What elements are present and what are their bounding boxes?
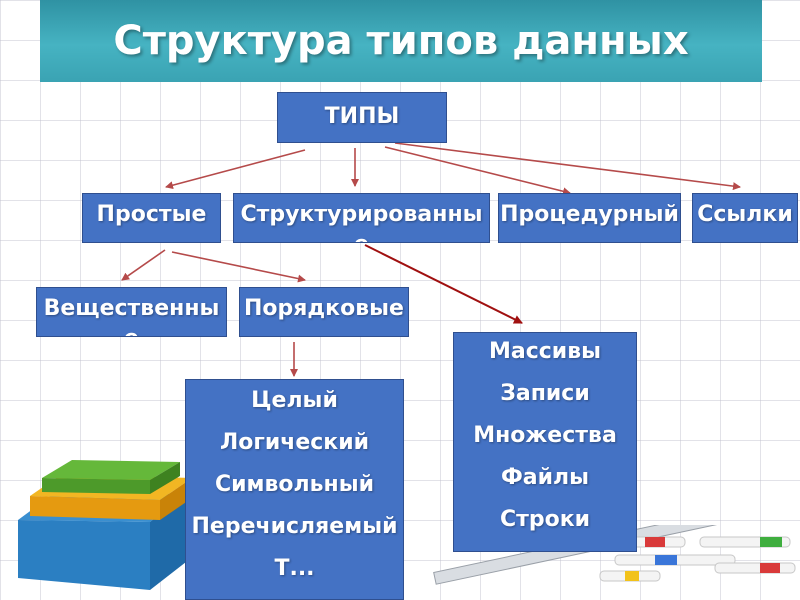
structured-types-list: Массивы Записи Множества Файлы Строки: [453, 332, 637, 552]
list-item: Логический: [219, 430, 370, 455]
list-item: Целый: [251, 388, 338, 413]
node-ordinal: Порядковые: [239, 287, 409, 337]
node-structured: Структурированные: [233, 193, 490, 243]
arrow-structured-list: [364, 244, 523, 324]
node-simple-label: Простые: [96, 202, 207, 227]
list-item: Множества: [473, 423, 617, 448]
node-simple: Простые: [82, 193, 221, 243]
list-item: Перечисляемый: [191, 514, 398, 539]
arrow-simple-ordinal: [171, 251, 306, 283]
node-root: ТИПЫ: [277, 92, 447, 143]
arrow-root-references: [394, 142, 741, 191]
ordinal-types-list: Целый Логический Символьный Перечисляемы…: [185, 379, 404, 600]
node-procedural: Процедурный: [498, 193, 681, 243]
node-structured-label: Структурированные: [240, 202, 483, 242]
node-references: Ссылки: [692, 193, 798, 243]
arrow-root-simple: [165, 149, 306, 190]
list-item: Массивы: [488, 339, 602, 364]
arrow-root-procedural: [384, 146, 571, 196]
books-illustration: [18, 460, 192, 590]
slide-title: Структура типов данных: [113, 18, 689, 64]
arrow-simple-real: [121, 249, 166, 281]
node-root-label: ТИПЫ: [324, 104, 400, 129]
node-references-label: Ссылки: [697, 202, 793, 227]
list-item: Символьный: [214, 472, 375, 497]
node-real-label: Вещественные: [43, 296, 220, 336]
node-procedural-label: Процедурный: [500, 202, 679, 227]
title-bar: Структура типов данных: [40, 0, 762, 82]
list-item: Т...: [274, 556, 315, 581]
list-item: Строки: [499, 507, 591, 532]
list-item: Записи: [500, 381, 590, 406]
list-item: Файлы: [500, 465, 590, 490]
node-real: Вещественные: [36, 287, 227, 337]
node-ordinal-label: Порядковые: [244, 296, 404, 321]
